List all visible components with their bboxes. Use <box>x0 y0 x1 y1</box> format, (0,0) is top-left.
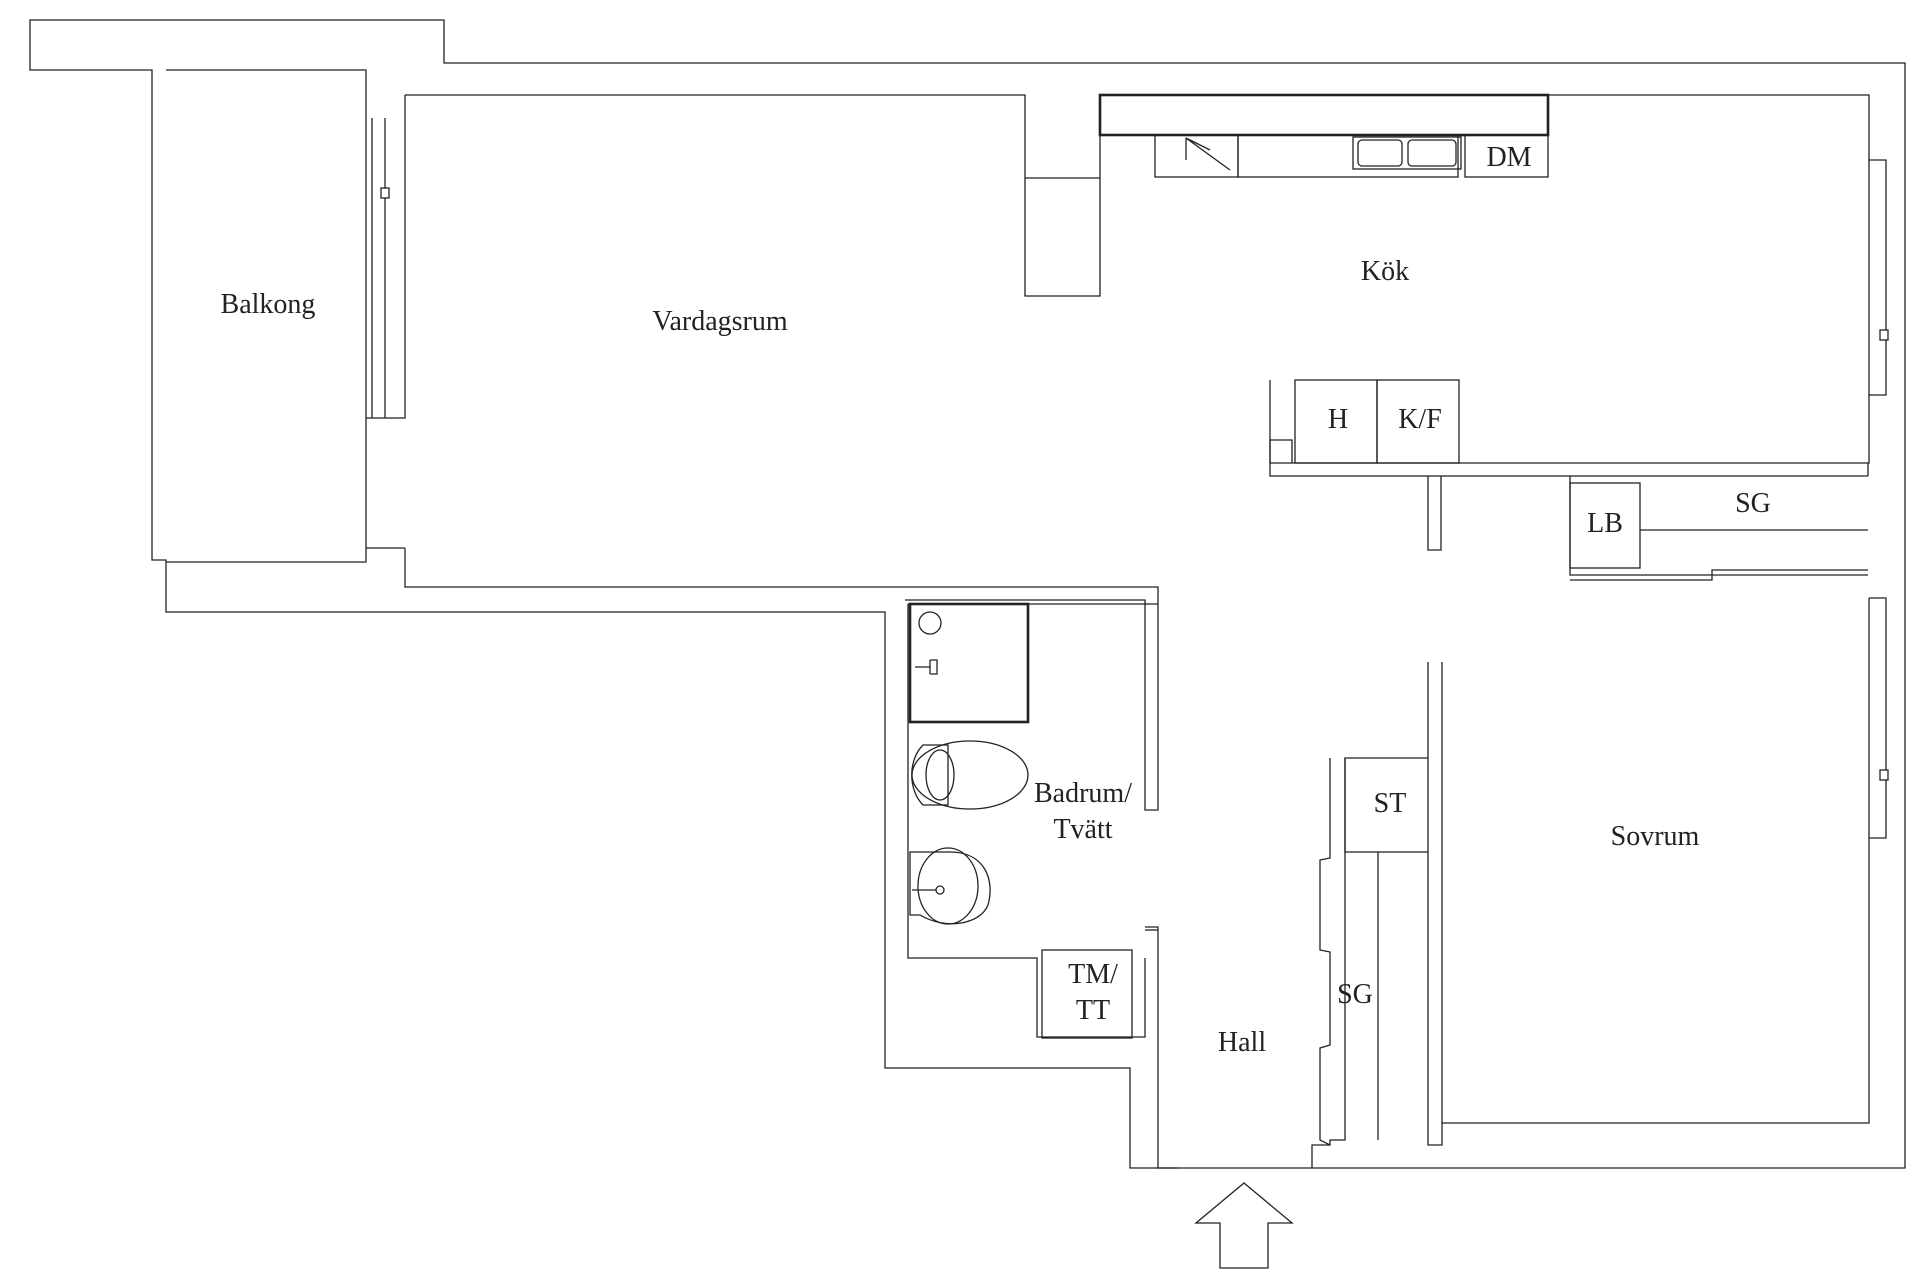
outer-walls <box>29 19 1906 1169</box>
label-st: ST <box>1374 788 1407 819</box>
window-icon <box>1879 769 1889 781</box>
label-tm-2: TT <box>1076 995 1110 1026</box>
storage-lb-sg <box>1569 476 1868 581</box>
label-hall: Hall <box>1218 1027 1266 1058</box>
living-room-walls <box>366 94 1870 811</box>
entrance-arrow-icon <box>1194 1182 1294 1269</box>
label-lb: LB <box>1587 508 1623 539</box>
stove-icon <box>1185 137 1231 171</box>
bathroom <box>907 602 1178 1169</box>
shower-icon <box>908 602 1030 724</box>
label-tm-1: TM/ <box>1068 959 1118 990</box>
label-badrum-1: Badrum/ <box>1034 778 1132 809</box>
label-h: H <box>1328 404 1348 435</box>
bedroom-walls <box>1427 597 1889 1146</box>
label-kok: Kök <box>1361 256 1409 287</box>
label-sg-hall: SG <box>1337 979 1373 1010</box>
toilet-icon <box>911 740 1029 810</box>
label-badrum-2: Tvätt <box>1053 814 1112 845</box>
window-icon <box>1879 329 1889 341</box>
sink-icon <box>909 847 991 925</box>
hall-wardrobes <box>1311 757 1428 1168</box>
label-balkong: Balkong <box>221 289 316 320</box>
label-sg-top: SG <box>1735 488 1771 519</box>
balcony-door-handle <box>380 187 390 199</box>
label-dm: DM <box>1486 142 1531 173</box>
window-kok <box>1869 159 1889 396</box>
label-kf: K/F <box>1398 404 1442 435</box>
wall-stub <box>1427 476 1442 551</box>
label-sovrum: Sovrum <box>1611 821 1700 852</box>
kitchen-cabinets-hkf <box>1269 379 1869 477</box>
label-vardagsrum: Vardagsrum <box>652 306 788 337</box>
kitchen-counter <box>1098 93 1550 178</box>
kitchen-sink-icon <box>1352 136 1462 170</box>
